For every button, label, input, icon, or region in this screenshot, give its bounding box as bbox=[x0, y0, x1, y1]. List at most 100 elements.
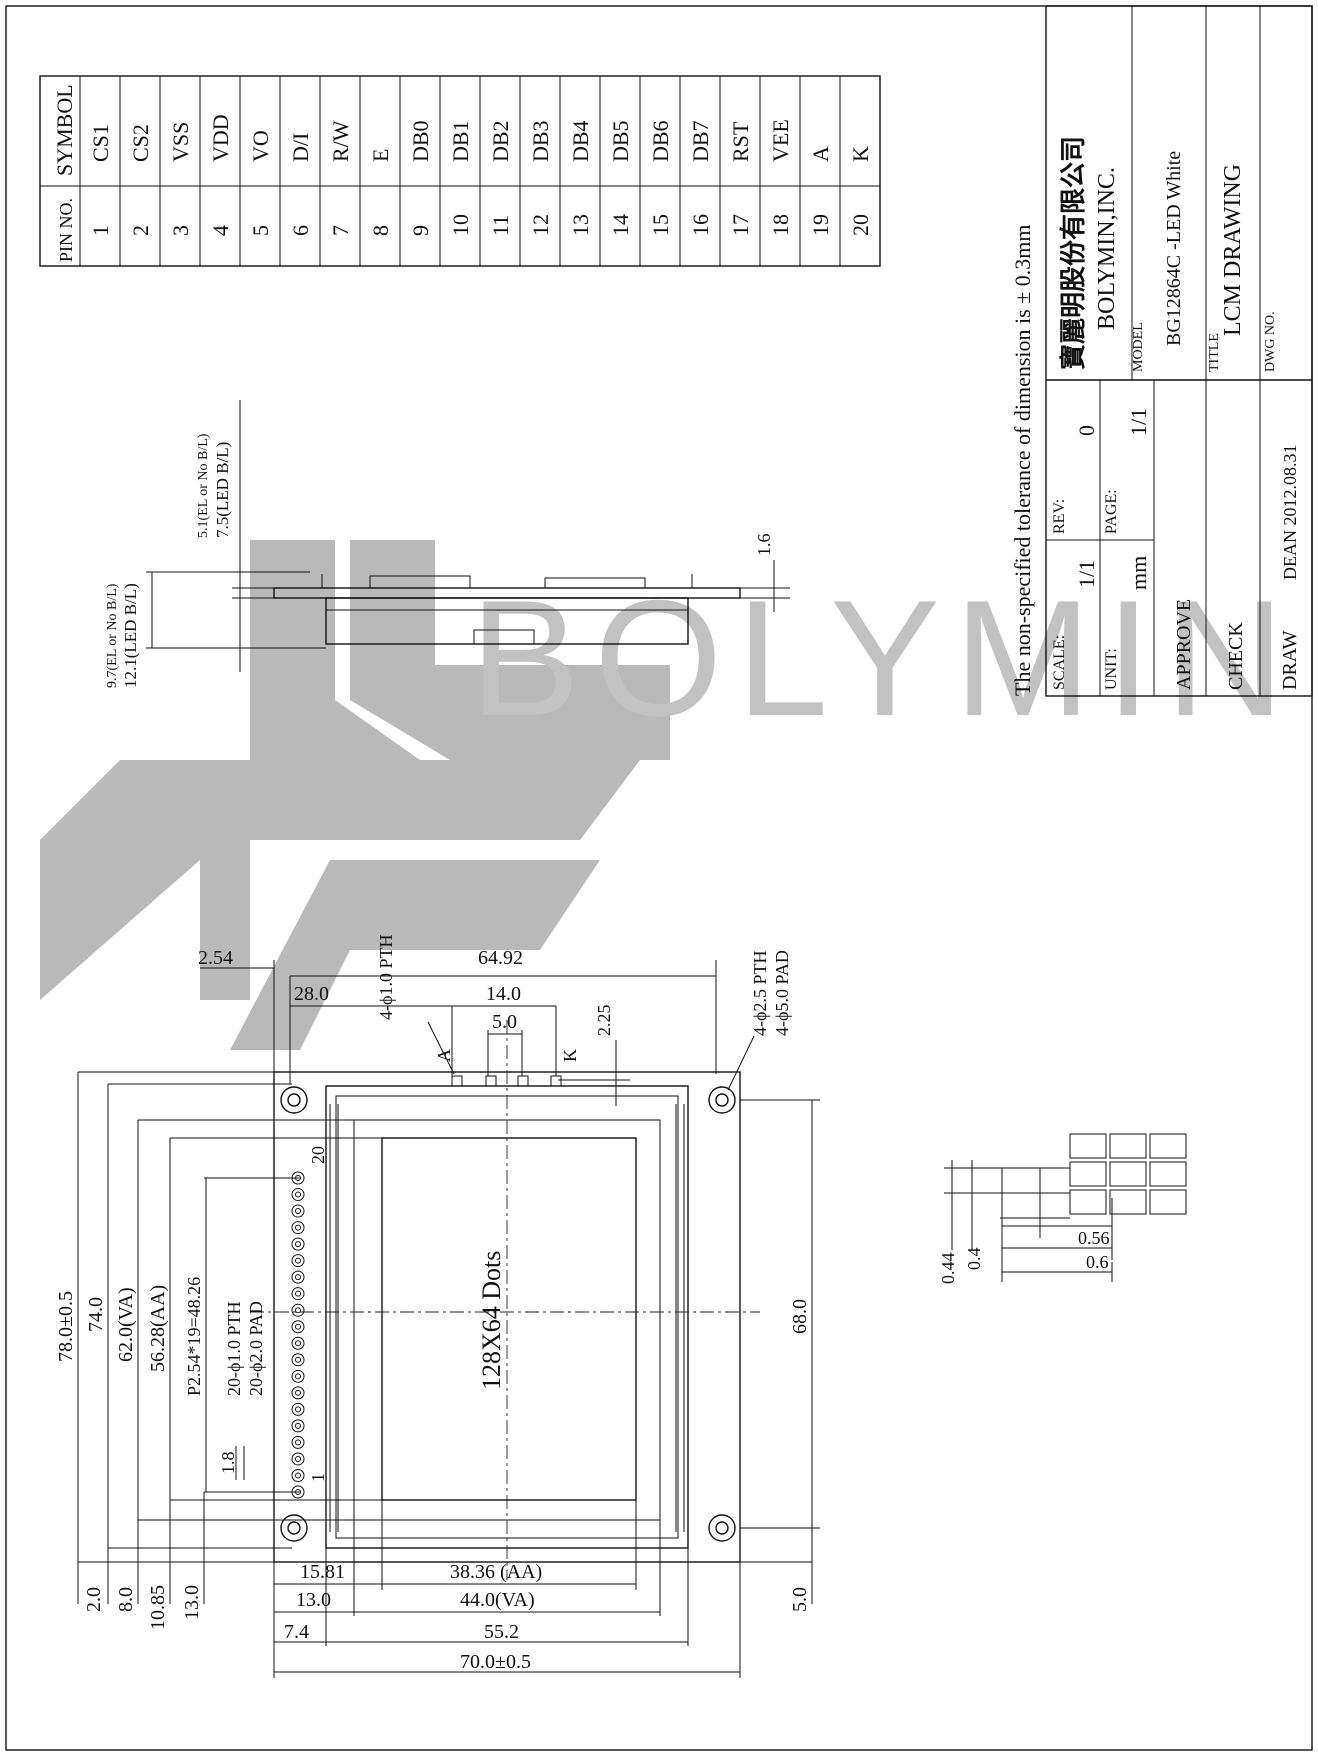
connector-pin-14 bbox=[291, 1270, 305, 1284]
title-block: The non-specified tolerance of dimension… bbox=[1010, 5, 1313, 697]
connector-pin-9 bbox=[291, 1353, 305, 1367]
dot-cell bbox=[1149, 1161, 1187, 1187]
connector-pin-12 bbox=[291, 1303, 305, 1317]
pin-symbol-19: A bbox=[808, 146, 833, 162]
pin-number-1: 1 bbox=[88, 225, 113, 236]
pin-symbol-16: DB7 bbox=[688, 120, 713, 162]
connector-pin-4 bbox=[291, 1435, 305, 1449]
symbol-header: SYMBOL bbox=[52, 84, 77, 176]
connector-pin-11 bbox=[291, 1320, 305, 1334]
dot-cell bbox=[1069, 1133, 1107, 1159]
thickness-front-2: 12.1(LED B/L) bbox=[121, 583, 140, 688]
pin-number-8: 8 bbox=[368, 225, 393, 236]
pin-symbol-3: VSS bbox=[168, 122, 193, 162]
watermark-logo-right bbox=[350, 540, 670, 760]
approve-label: APPROVE bbox=[1173, 599, 1195, 690]
dim-56-28-aa: 56.28(AA) bbox=[147, 1285, 169, 1372]
dim-62-0-va: 62.0(VA) bbox=[115, 1287, 137, 1362]
pin-symbol-1: CS1 bbox=[88, 124, 113, 162]
pin-symbol-8: E bbox=[368, 149, 393, 162]
page-value: 1/1 bbox=[1126, 408, 1151, 436]
pin-last-label: 20 bbox=[308, 1146, 328, 1164]
title-value: LCM DRAWING bbox=[1220, 164, 1246, 336]
pin-symbol-14: DB5 bbox=[608, 120, 633, 162]
connector-pin-8 bbox=[291, 1369, 305, 1383]
dim-70-0: 70.0±0.5 bbox=[460, 1651, 531, 1673]
pin-symbol-4: VDD bbox=[208, 114, 233, 162]
mount-hole-bl bbox=[280, 1514, 308, 1542]
connector-pin-13 bbox=[291, 1287, 305, 1301]
connector-pin-7 bbox=[291, 1386, 305, 1400]
check-label: CHECK bbox=[1225, 622, 1247, 690]
pin-number-6: 6 bbox=[288, 225, 313, 236]
dim-2-0: 2.0 bbox=[83, 1587, 105, 1612]
pin-symbol-7: R/W bbox=[328, 120, 353, 162]
dot-cell bbox=[1069, 1161, 1107, 1187]
dim-pin-pitch: P2.54*19=48.26 bbox=[184, 1277, 204, 1396]
dot-width: 0.6 bbox=[1086, 1252, 1109, 1272]
pin-number-13: 13 bbox=[568, 214, 593, 236]
pin-table-cells: 1CS12CS23VSS4VDD5VO6D/I7R/W8E9DB010DB111… bbox=[88, 114, 873, 236]
dot-cell bbox=[1069, 1189, 1107, 1215]
dim-68-0: 68.0 bbox=[789, 1299, 811, 1334]
pin-number-11: 11 bbox=[488, 215, 513, 236]
dim-13-0-v: 13.0 bbox=[181, 1585, 203, 1620]
pin-table-columns bbox=[79, 76, 881, 266]
dim-74-0: 74.0 bbox=[85, 1297, 107, 1332]
dot-cell bbox=[1109, 1161, 1147, 1187]
connector-pin-15 bbox=[291, 1254, 305, 1268]
watermark-logo-lower-left bbox=[40, 760, 250, 1000]
pin-number-15: 15 bbox=[648, 214, 673, 236]
pin-number-10: 10 bbox=[448, 214, 473, 236]
side-view: 9.7(EL or No B/L) 12.1(LED B/L) 5.1(EL o… bbox=[105, 400, 790, 688]
dot-grid bbox=[1069, 1133, 1187, 1215]
company-name-en: BOLYMIN,INC. bbox=[1094, 167, 1120, 330]
thickness-front-1: 9.7(EL or No B/L) bbox=[105, 583, 120, 688]
pin-number-7: 7 bbox=[328, 225, 353, 236]
front-view: 128X64 Dots A K 1 20 bbox=[55, 935, 820, 1678]
connector-pin-18 bbox=[291, 1204, 305, 1218]
page-label: PAGE: bbox=[1103, 489, 1120, 534]
pin-symbol-15: DB6 bbox=[648, 120, 673, 162]
dim-15-81: 15.81 bbox=[300, 1561, 345, 1583]
pin-symbol-11: DB2 bbox=[488, 120, 513, 162]
connector-pin-3 bbox=[291, 1452, 305, 1466]
mount-hole-tl bbox=[280, 1086, 308, 1114]
connector-pin-17 bbox=[291, 1221, 305, 1235]
pin-number-5: 5 bbox=[248, 225, 273, 236]
dim-55-2: 55.2 bbox=[484, 1621, 519, 1643]
pin-number-16: 16 bbox=[688, 214, 713, 236]
pcb-thickness: 1.6 bbox=[754, 534, 774, 557]
pin-symbol-5: VO bbox=[248, 130, 273, 162]
watermark-brand-text: BOLYMIN bbox=[470, 566, 1298, 750]
led-cathode-label: K bbox=[560, 1049, 580, 1062]
scale-label: SCALE: bbox=[1051, 635, 1068, 690]
dot-width-pitch: 0.56 bbox=[1078, 1228, 1110, 1248]
sheet-border bbox=[5, 5, 1313, 1751]
title-block-frame bbox=[1045, 5, 1313, 697]
dot-detail: 0.44 0.4 0.56 0.6 bbox=[938, 1133, 1187, 1284]
model-value: BG12864C -LED White bbox=[1163, 151, 1185, 346]
connector-pin-19 bbox=[291, 1188, 305, 1202]
pin-number-20: 20 bbox=[848, 214, 873, 236]
dim-5-0-led: 5.0 bbox=[492, 1011, 517, 1033]
pin-number-9: 9 bbox=[408, 225, 433, 236]
dim-7-4: 7.4 bbox=[284, 1621, 309, 1643]
pin-table-frame bbox=[39, 75, 881, 267]
pin-symbol-6: D/I bbox=[288, 133, 313, 162]
dim-2-25: 2.25 bbox=[594, 1005, 614, 1037]
dot-height: 0.4 bbox=[964, 1248, 984, 1271]
dim-44-0-va: 44.0(VA) bbox=[460, 1589, 535, 1611]
mounting-holes bbox=[280, 1086, 736, 1542]
mount-hole-tr bbox=[708, 1086, 736, 1114]
draw-label: DRAW bbox=[1279, 630, 1301, 690]
connector-pin-5 bbox=[291, 1419, 305, 1433]
watermark-logo-lower-right bbox=[230, 860, 600, 1050]
led-anode-label: A bbox=[434, 1049, 454, 1062]
unit-label: UNIT: bbox=[1103, 648, 1120, 690]
note-mount-pad: 4-ϕ5.0 PAD bbox=[772, 950, 792, 1036]
dot-cell bbox=[1149, 1189, 1187, 1215]
rev-value: 0 bbox=[1074, 425, 1099, 436]
dim-10-85: 10.85 bbox=[147, 1585, 169, 1630]
